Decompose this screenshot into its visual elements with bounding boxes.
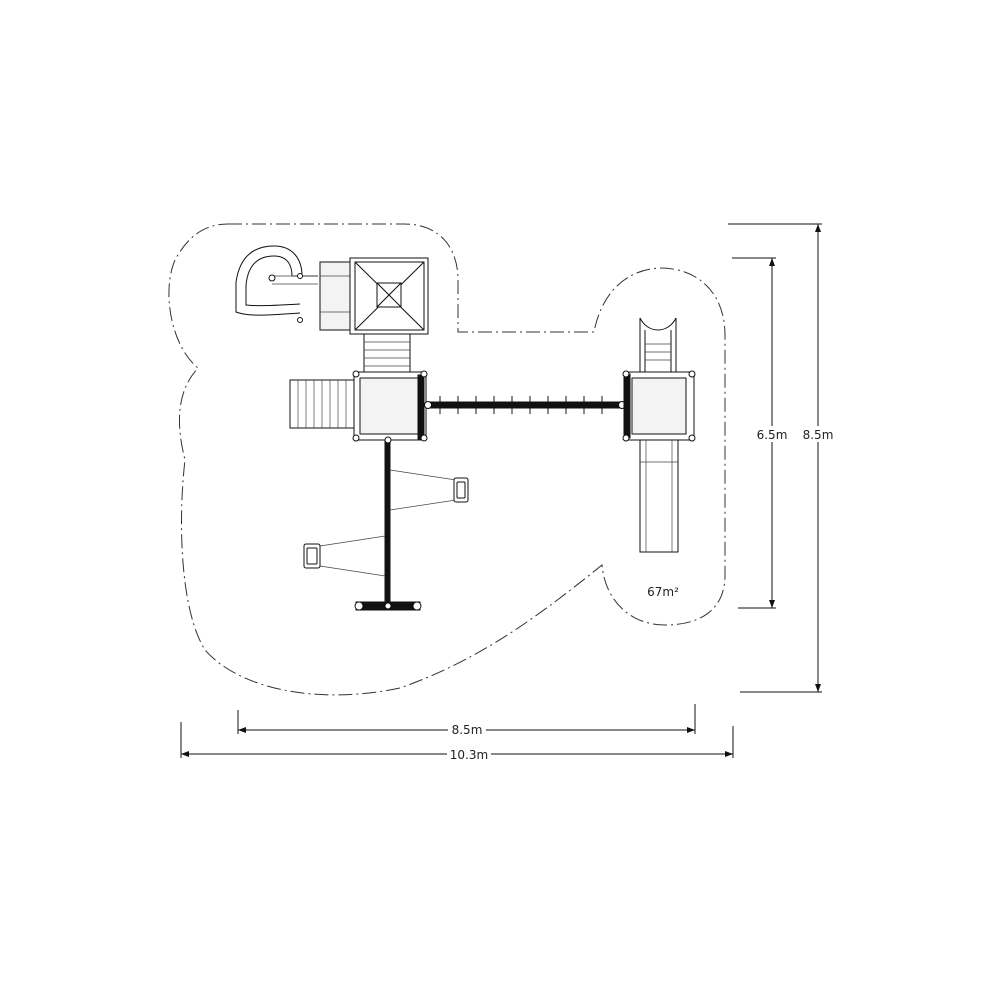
dimension-width-inner: 8.5m [237,704,696,737]
dimension-height-inner: 6.5m [732,257,792,609]
tower-connector-ladder [363,333,411,373]
height-outer-label: 8.5m [803,428,834,442]
right-platform [622,370,696,442]
dimension-width-outer: 10.3m [180,722,734,762]
monkey-bars [424,396,626,414]
access-steps [289,379,355,429]
climbing-ladder [639,317,677,372]
straight-slide [639,439,679,553]
spiral-slide [235,245,318,323]
area-label: 67m² [647,585,679,599]
central-platform [352,370,428,442]
dimension-height-outer: 8.5m [728,223,838,693]
roof-tower [349,257,429,335]
width-outer-label: 10.3m [450,748,488,762]
swing-set [303,436,469,611]
width-inner-label: 8.5m [452,723,483,737]
height-inner-label: 6.5m [757,428,788,442]
safety-zone-outline [168,223,726,696]
